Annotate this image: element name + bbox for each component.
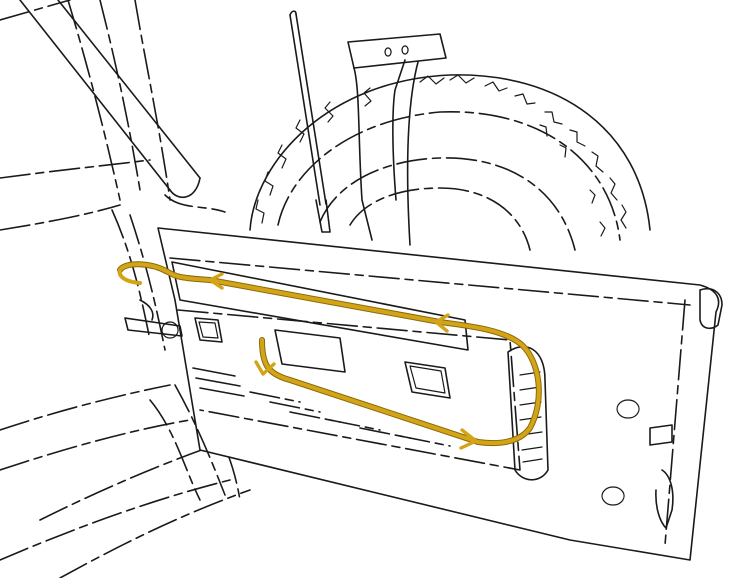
wire-harness-path [118, 262, 541, 446]
support-strut [289, 10, 331, 233]
spare-tire [249, 74, 651, 251]
direction-arrow [434, 313, 450, 333]
roll-bar [19, 0, 226, 213]
direction-arrow [208, 272, 224, 290]
direction-arrow [254, 360, 276, 376]
wiring-route [117, 261, 542, 450]
tire-carrier-mount [347, 33, 447, 246]
tailgate-panel [157, 227, 723, 561]
direction-arrow [459, 428, 478, 450]
connector-clip [124, 299, 183, 339]
